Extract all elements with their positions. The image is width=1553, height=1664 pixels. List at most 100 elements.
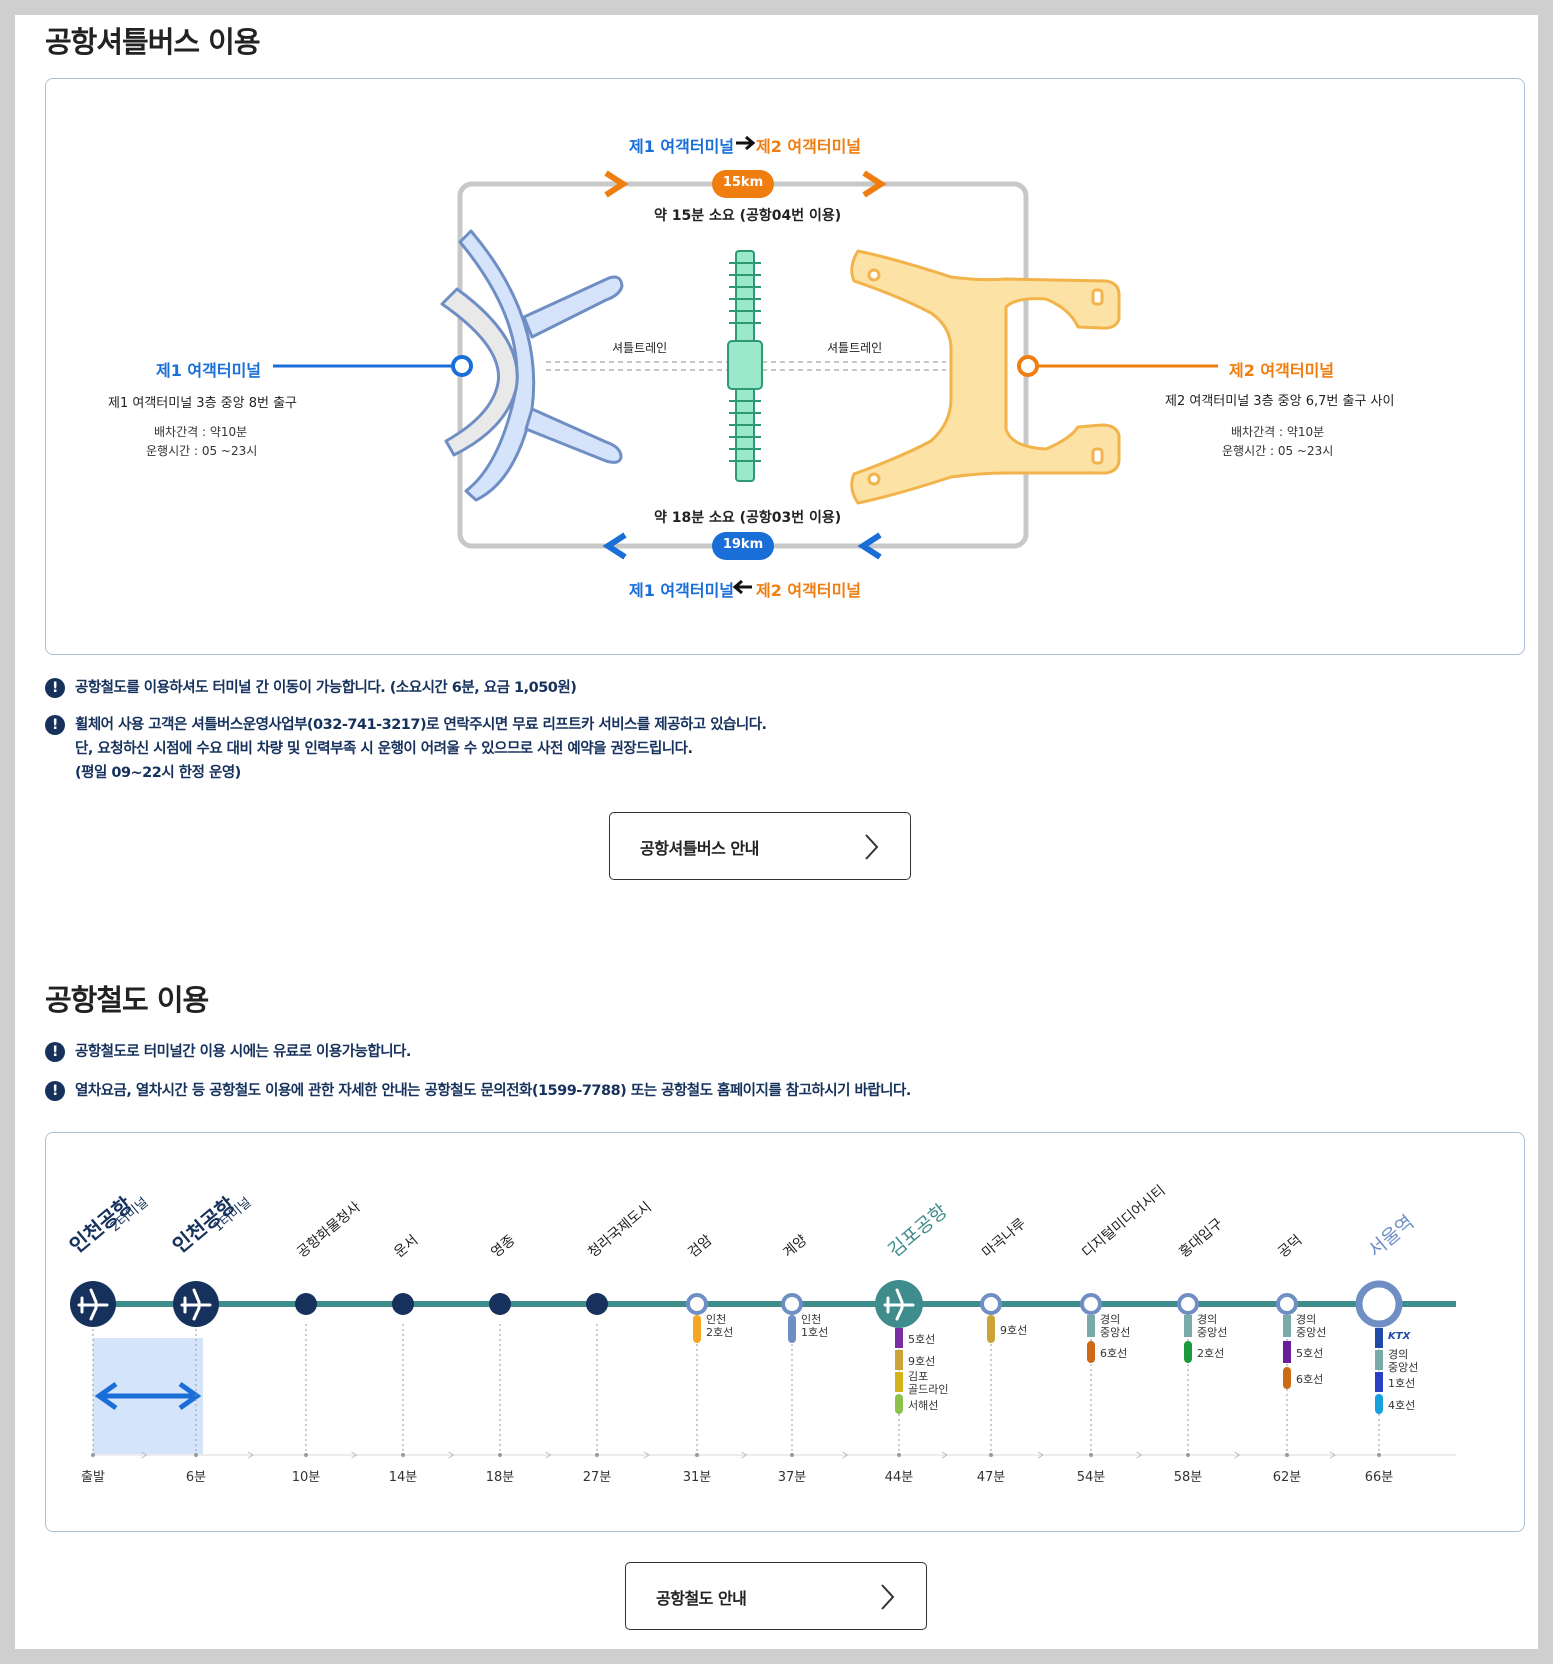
transfer-line-bar (1375, 1328, 1383, 1348)
station-marker (781, 1293, 803, 1315)
station-name: 마곡나루 (979, 1216, 1029, 1261)
station-time: 66분 (1365, 1470, 1394, 1485)
station-name: 계양 (780, 1232, 810, 1261)
chevron-right-icon (604, 170, 629, 198)
transfer-line-bar (1184, 1341, 1192, 1363)
distance-pill-top (712, 170, 774, 198)
arrow-right-icon (941, 1451, 948, 1459)
rail-guide-button[interactable]: 공항철도 안내 (625, 1562, 927, 1630)
station-name: 운서 (391, 1232, 421, 1261)
transfer-line-bar (895, 1350, 903, 1370)
shuttle-guide-button[interactable]: 공항셔틀버스 안내 (609, 812, 911, 880)
transfer-line-bar (1087, 1315, 1095, 1337)
arrow-left-icon (732, 579, 752, 595)
terminal2-location: 제2 여객터미널 3층 중앙 6,7번 출구 사이 (1165, 394, 1395, 409)
station-time: 62분 (1273, 1470, 1302, 1485)
station-time: 31분 (683, 1470, 712, 1485)
shuttle-train-label-right: 셔틀트레인 (827, 341, 883, 355)
ktx-label: KTX (1388, 1331, 1412, 1342)
shuttle-diagram (273, 135, 1218, 595)
shuttle-notice: ! 공항철도를 이용하셔도 터미널 간 이동이 가능합니다. (소요시간 6분,… (45, 676, 577, 700)
route-top-from: 제1 여객터미널 (629, 137, 735, 156)
transfer-line-bar (788, 1315, 796, 1343)
transfer-line-bar (895, 1372, 903, 1392)
transfer-line-bar (1087, 1341, 1095, 1363)
airplane-icon (180, 1288, 212, 1321)
station-time: 47분 (977, 1470, 1006, 1485)
rail-guide-button-label: 공항철도 안내 (656, 1589, 747, 1608)
station-time: 10분 (292, 1470, 321, 1485)
shuttle-train-label-left: 셔틀트레인 (612, 341, 668, 355)
transfer-line-label: 중앙선 (1197, 1326, 1227, 1339)
shuttle-notice-text: 휠체어 사용 고객은 셔틀버스운영사업부(032-741-3217)로 연락주시… (75, 717, 767, 733)
terminal2-hours: 운행시간 : 05 ~23시 (1222, 444, 1334, 458)
transfer-line-label: 5호선 (908, 1333, 935, 1346)
arrow-right-icon (351, 1451, 358, 1459)
station-time: 27분 (583, 1470, 612, 1485)
shuttle-notice-text: (평일 09~22시 한정 운영) (75, 765, 241, 781)
station-marker (392, 1293, 414, 1315)
transfer-line-label: 중앙선 (1100, 1326, 1130, 1339)
route-top-to: 제2 여객터미널 (756, 137, 862, 156)
station-time: 54분 (1077, 1470, 1106, 1485)
transfer-line-bar (987, 1315, 995, 1343)
arrow-right-icon (448, 1451, 455, 1459)
station-marker (295, 1293, 317, 1315)
transfer-line-bar (895, 1328, 903, 1348)
transfer-line-bar (1375, 1350, 1383, 1370)
transfer-line-label: 2호선 (1197, 1347, 1224, 1360)
transfer-line-label: 2호선 (706, 1326, 733, 1339)
transfer-line-label: 1호선 (801, 1326, 828, 1339)
transfer-line-label: 인천 (801, 1312, 821, 1326)
rail-notice: ! 열차요금, 열차시간 등 공항철도 이용에 관한 자세한 안내는 공항철도 … (45, 1079, 911, 1103)
station-marker (980, 1293, 1002, 1315)
station-marker (1355, 1280, 1403, 1328)
transfer-line-label: 경의 (1388, 1348, 1408, 1361)
terminal1-hours: 운행시간 : 05 ~23시 (146, 444, 258, 458)
transfer-line-label: 경의 (1296, 1313, 1316, 1326)
terminal2-stop-marker (1017, 355, 1039, 377)
shuttle-map: 제1 여객터미널 제2 여객터미널 15km 약 15분 소요 (공항04번 이… (45, 78, 1525, 655)
transfer-line-bar (1283, 1315, 1291, 1337)
rail-notice-text: 공항철도로 터미널간 이용 시에는 유료로 이용가능합니다. (75, 1044, 411, 1060)
exclamation-icon: ! (45, 1081, 65, 1101)
transfer-line-label: 1호선 (1388, 1377, 1415, 1390)
terminal2-name: 제2 여객터미널 (1229, 361, 1335, 380)
arrow-right-icon (1037, 1451, 1044, 1459)
station-name: 공항화물청사 (294, 1199, 364, 1261)
transfer-line-bar (1375, 1372, 1383, 1392)
station-name: 공덕 (1275, 1232, 1305, 1261)
arrow-right-icon (736, 135, 756, 151)
route-top-time: 약 15분 소요 (공항04번 이용) (654, 208, 842, 224)
rail-notice: ! 공항철도로 터미널간 이용 시에는 유료로 이용가능합니다. (45, 1040, 411, 1064)
route-bottom-to: 제2 여객터미널 (756, 581, 862, 600)
transfer-line-label: 경의 (1197, 1313, 1217, 1326)
station-time: 출발 (81, 1470, 105, 1485)
chevron-left-icon (602, 532, 627, 560)
rail-section-title: 공항철도 이용 (45, 983, 209, 1017)
route-top-distance: 15km (722, 175, 764, 190)
transfer-line-bar (1283, 1367, 1291, 1389)
arrow-right-icon (545, 1451, 552, 1459)
transfer-line-label: 중앙선 (1388, 1361, 1418, 1374)
exclamation-icon: ! (45, 715, 65, 735)
terminal1-name: 제1 여객터미널 (156, 361, 262, 380)
shuttle-train (727, 250, 763, 482)
station-name: 디지털미디어시티 (1079, 1183, 1168, 1261)
route-bottom-from: 제1 여객터미널 (629, 581, 735, 600)
station-time: 14분 (389, 1470, 418, 1485)
rail-diagram: 출발인천공항2터미널6분인천공항1터미널10분공항화물청사14분운서18분영종2… (65, 1183, 1456, 1485)
transfer-line-label: 경의 (1100, 1313, 1120, 1326)
shuttle-notice-text: 공항철도를 이용하셔도 터미널 간 이동이 가능합니다. (소요시간 6분, 요… (75, 680, 577, 696)
arrow-right-icon (141, 1451, 148, 1459)
transfer-line-bar (1184, 1315, 1192, 1337)
station-name: 영종 (488, 1232, 518, 1261)
arrow-right-icon (247, 1451, 254, 1459)
station-marker (1080, 1293, 1102, 1315)
transfer-line-label: 4호선 (1388, 1399, 1415, 1412)
shuttle-section-title: 공항셔틀버스 이용 (45, 25, 261, 59)
station-name: 김포공항 (884, 1200, 952, 1262)
shuttle-guide-button-label: 공항셔틀버스 안내 (640, 839, 759, 858)
arrow-right-icon (842, 1451, 849, 1459)
exclamation-icon: ! (45, 678, 65, 698)
